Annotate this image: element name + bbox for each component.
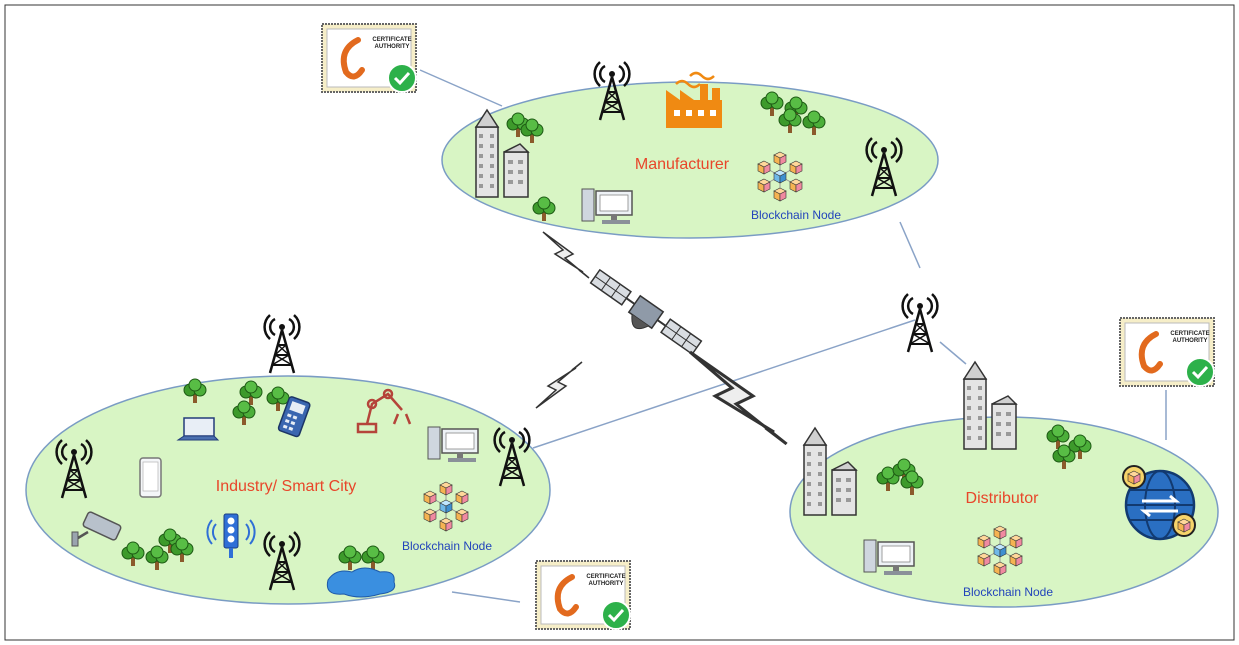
link-tower-distributor [939, 341, 967, 365]
ca-label-line1: CERTIFICATE [586, 574, 625, 580]
manufacturer-node-label: Blockchain Node [751, 208, 841, 222]
laptop-icon [176, 417, 220, 441]
card-terminal-icon [277, 396, 311, 438]
link-manufacturer-tower [899, 221, 921, 269]
certificate-authority-icon: CERTIFICATE AUTHORITY [1119, 317, 1215, 387]
wireless-link-icon [688, 350, 789, 446]
link-industry-tower [532, 319, 916, 449]
ca-link-industry [451, 591, 521, 603]
certificate-authority-icon: CERTIFICATE AUTHORITY [535, 560, 631, 630]
lake-icon [326, 567, 396, 598]
cctv-camera-icon [71, 511, 122, 547]
globe-exchange-icon [1122, 465, 1196, 541]
wireless-link-icon [542, 231, 590, 279]
robot-arm-icon [356, 388, 412, 434]
industry-node-label: Blockchain Node [402, 539, 492, 553]
wireless-link-icon [535, 361, 583, 409]
ca-label-line1: CERTIFICATE [372, 37, 411, 43]
manufacturer-title: Manufacturer [635, 156, 730, 173]
distributor-title: Distributor [966, 490, 1040, 507]
satellite-icon [589, 268, 703, 356]
factory-icon [666, 71, 722, 128]
certificate-authority-icon: CERTIFICATE AUTHORITY [321, 23, 417, 93]
ca-link-manufacturer [419, 69, 503, 107]
connection-lines [419, 69, 1167, 603]
traffic-light-icon [206, 513, 256, 558]
industry-title: Industry/ Smart City [216, 478, 356, 495]
frame-border [4, 4, 1235, 641]
ca-label-line2: AUTHORITY [375, 44, 410, 50]
ca-label-line2: AUTHORITY [1173, 338, 1208, 344]
ca-label-line2: AUTHORITY [589, 581, 624, 587]
ca-label-line1: CERTIFICATE [1170, 331, 1209, 337]
cell-tower-icon [263, 313, 301, 375]
smartphone-icon [139, 457, 162, 498]
distributor-node-label: Blockchain Node [963, 585, 1053, 599]
